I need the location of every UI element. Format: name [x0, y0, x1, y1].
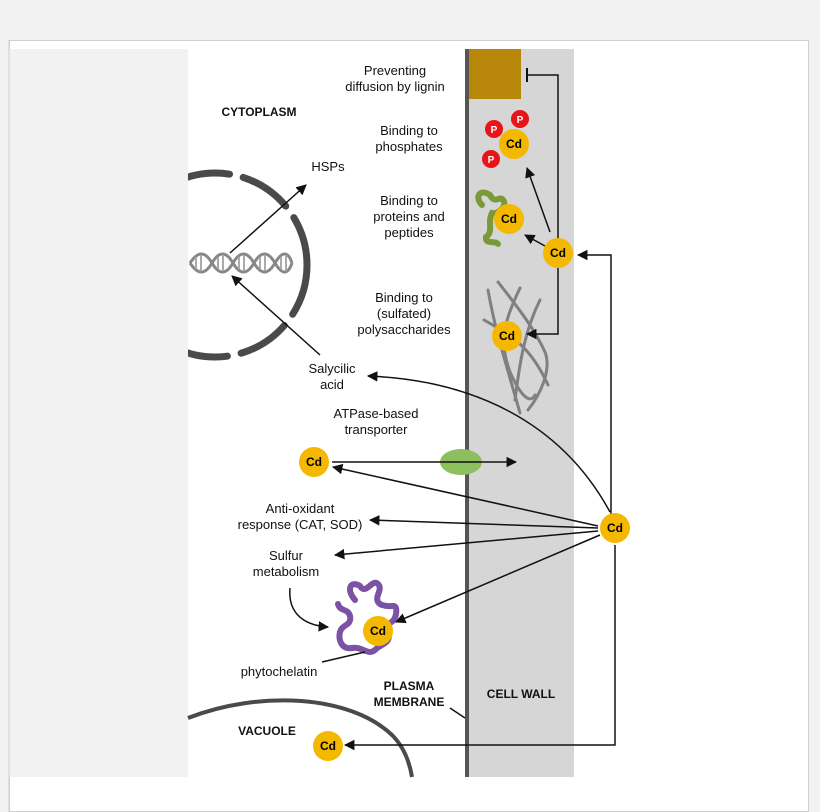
proteins-label-3: peptides: [384, 225, 434, 240]
phosphate-icon: P: [482, 150, 500, 168]
svg-text:Cd: Cd: [550, 246, 566, 260]
svg-text:Cd: Cd: [506, 137, 522, 151]
antioxidant-label-2: response (CAT, SOD): [238, 517, 363, 532]
proteins-label-2: proteins and: [373, 209, 445, 224]
svg-text:P: P: [488, 155, 495, 166]
atpase-label-1: ATPase-based: [333, 406, 418, 421]
dna-icon: [188, 252, 294, 274]
svg-text:Cd: Cd: [501, 212, 517, 226]
cell-wall-label: CELL WALL: [487, 687, 555, 701]
salycilic-acid-label-2: acid: [320, 377, 344, 392]
svg-text:Cd: Cd: [306, 455, 322, 469]
cd-external: Cd: [600, 513, 630, 543]
cd-cytosol: Cd: [299, 447, 329, 477]
hsps-label: HSPs: [311, 159, 345, 174]
cd-wall-phosphate: Cd: [499, 129, 529, 159]
proteins-label-1: Binding to: [380, 193, 438, 208]
phosphate-icon: P: [511, 110, 529, 128]
atpase-label-2: transporter: [345, 422, 409, 437]
vacuole-membrane: [187, 698, 414, 778]
arrows: [229, 68, 616, 751]
sulfur-label-2: metabolism: [253, 564, 319, 579]
svg-text:P: P: [491, 125, 498, 136]
sulfur-label-1: Sulfur: [269, 548, 304, 563]
polysaccharides-label-3: polysaccharides: [357, 322, 451, 337]
phytochelatin-label: phytochelatin: [241, 664, 318, 679]
polysaccharides-label-2: (sulfated): [377, 306, 431, 321]
cytoplasm-label: CYTOPLASM: [221, 105, 296, 119]
svg-text:Cd: Cd: [607, 521, 623, 535]
svg-text:Cd: Cd: [499, 329, 515, 343]
svg-text:Cd: Cd: [320, 739, 336, 753]
lignin-label-2: diffusion by lignin: [345, 79, 445, 94]
plasma-membrane-label-2: MEMBRANE: [374, 695, 445, 709]
phosphate-icon: P: [485, 120, 503, 138]
panel-mask: [0, 49, 188, 777]
phosphates-label-1: Binding to: [380, 123, 438, 138]
cd-wall-free: Cd: [543, 238, 573, 268]
plasma-membrane-label-1: PLASMA: [384, 679, 435, 693]
svg-text:Cd: Cd: [370, 624, 386, 638]
phosphates-label-2: phosphates: [375, 139, 443, 154]
cd-phytochelatin: Cd: [363, 616, 393, 646]
polysaccharides-label-1: Binding to: [375, 290, 433, 305]
vacuole-label: VACUOLE: [238, 724, 296, 738]
cd-vacuole: Cd: [313, 731, 343, 761]
lignin-label-1: Preventing: [364, 63, 426, 78]
cd-wall-polysaccharide: Cd: [492, 321, 522, 351]
antioxidant-label-1: Anti-oxidant: [266, 501, 335, 516]
cd-wall-protein: Cd: [494, 204, 524, 234]
svg-text:P: P: [517, 115, 524, 126]
lignin-block: [469, 49, 521, 99]
salycilic-acid-label-1: Salycilic: [309, 361, 356, 376]
